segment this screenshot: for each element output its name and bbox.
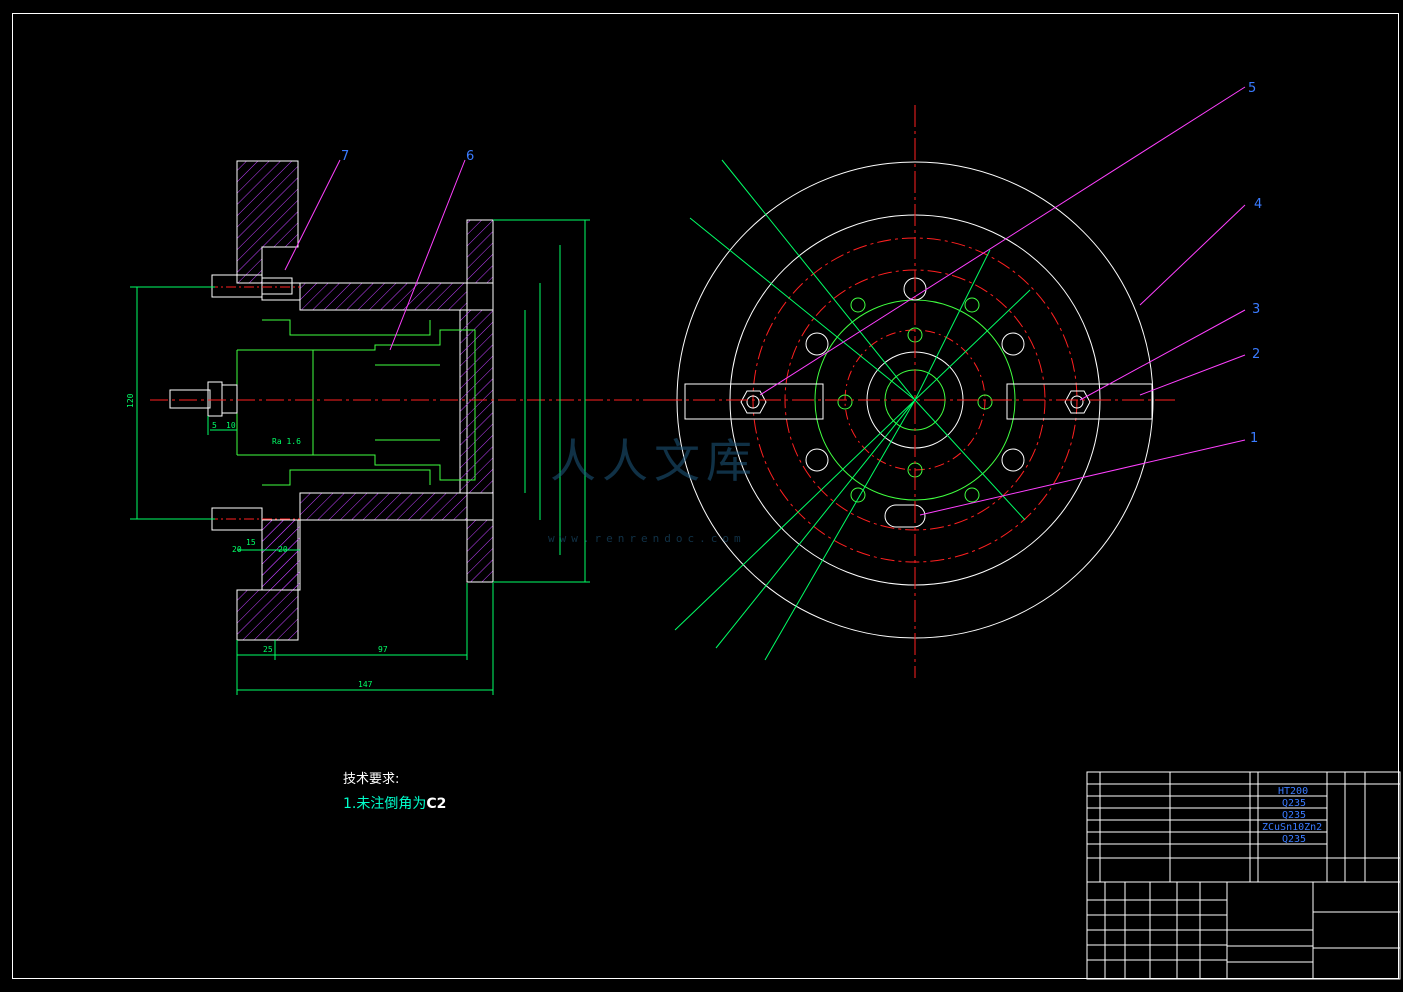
bolt-shank — [169, 389, 211, 409]
inner-shaft — [237, 329, 476, 481]
dim-97: 97 — [378, 645, 388, 654]
end-view: 5 4 3 2 1 — [660, 81, 1262, 678]
tech-requirements-note: 1.未注倒角为C2 — [343, 793, 446, 813]
balloon-2: 2 — [1252, 347, 1260, 362]
upper-wall-hatch — [299, 282, 468, 311]
lower-pin — [211, 507, 263, 531]
material-1: HT200 — [1278, 786, 1309, 797]
chamfer-note: 1.未注倒角为 — [343, 796, 427, 812]
section-view: 147 97 25 20 15 20 10 5 Ra 1.6 120 7 6 — [126, 149, 680, 695]
right-flange-bottom — [466, 519, 494, 583]
dim-25: 25 — [263, 645, 273, 654]
dim-147: 147 — [358, 680, 373, 689]
bolt-nut-2 — [221, 384, 238, 414]
material-3: Q235 — [1282, 810, 1307, 821]
balloon-3: 3 — [1252, 302, 1260, 317]
dim-15: 15 — [246, 538, 256, 547]
tech-requirements-title: 技术要求: — [343, 772, 400, 787]
left-clamp-bar — [684, 383, 824, 420]
dim-20b: 20 — [278, 545, 288, 554]
right-flange-mid — [459, 309, 494, 494]
right-flange-top — [466, 219, 494, 284]
balloon-7: 7 — [341, 149, 349, 164]
dim-120: 120 — [126, 393, 135, 408]
material-4: ZCuSn10Zn2 — [1262, 822, 1323, 833]
lower-wall-hatch — [299, 492, 468, 521]
balloon-6: 6 — [466, 149, 474, 164]
technical-requirements: 技术要求: 1.未注倒角为C2 — [343, 768, 446, 813]
roughness: Ra 1.6 — [272, 437, 301, 446]
material-5: Q235 — [1282, 834, 1307, 845]
right-clamp-bar — [1006, 383, 1153, 420]
lower-body-outline — [261, 519, 301, 591]
balloon-1: 1 — [1250, 431, 1258, 446]
title-block — [1086, 771, 1401, 980]
balloon-4: 4 — [1254, 197, 1262, 212]
dim-10: 10 — [226, 421, 236, 430]
dim-20a: 20 — [232, 545, 242, 554]
upper-bracket — [236, 160, 299, 284]
upper-wall — [261, 219, 494, 521]
chamfer-value: C2 — [426, 796, 447, 812]
balloon-5: 5 — [1248, 81, 1256, 96]
material-2: Q235 — [1282, 798, 1307, 809]
dim-5: 5 — [212, 421, 217, 430]
